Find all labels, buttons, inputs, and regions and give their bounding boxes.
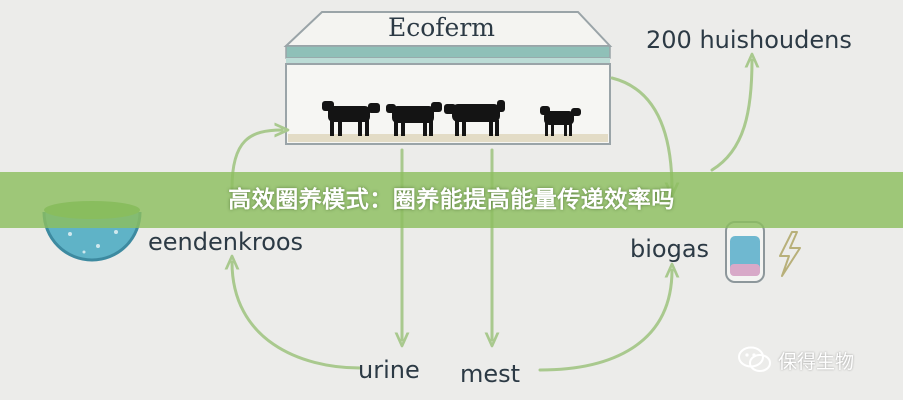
- lightning-icon: [779, 231, 801, 277]
- cows: [322, 100, 581, 136]
- watermark: 保得生物: [738, 343, 854, 377]
- biogas-tank-icon: [725, 221, 765, 283]
- label-ecoferm: Ecoferm: [388, 13, 496, 42]
- arrow-urine-to-duckweed: [232, 262, 362, 370]
- label-households: 200 huishoudens: [646, 26, 852, 54]
- cow-icon: [386, 102, 442, 136]
- label-biogas: biogas: [630, 235, 710, 263]
- banner-title: 高效圈养模式：圈养能提高能量传递效率吗: [228, 187, 675, 213]
- title-banner: [0, 172, 903, 228]
- ecoferm-barn: [283, 11, 613, 145]
- watermark-text: 保得生物: [778, 350, 855, 373]
- arrow-biogas-to-households: [710, 60, 752, 172]
- label-duckweed: eendenkroos: [148, 228, 304, 256]
- cow-icon: [444, 100, 505, 136]
- cow-icon: [540, 106, 581, 136]
- label-urine: urine: [358, 356, 420, 384]
- arrow-manure-to-biogas: [538, 270, 672, 372]
- label-manure: mest: [460, 360, 521, 388]
- wechat-icon: [738, 346, 771, 372]
- cow-icon: [322, 101, 380, 136]
